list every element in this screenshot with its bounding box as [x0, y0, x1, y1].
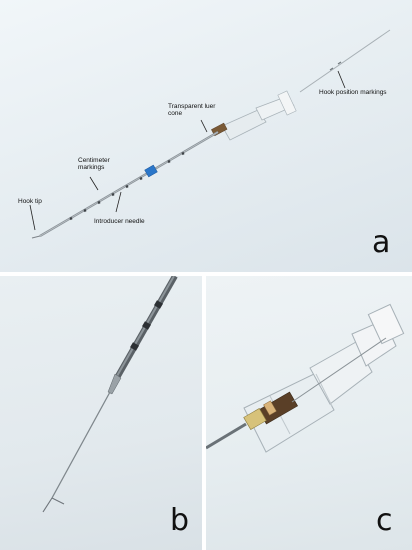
introducer-needle-label: Introducer needle [94, 218, 145, 225]
introducer-needle [206, 422, 247, 450]
panel-b-letter: b [170, 503, 190, 538]
centimeter-markings-label: Centimeter markings [78, 157, 110, 172]
transparent-luer-cone-label-line2: cone [168, 110, 183, 118]
hook-tip [31, 235, 41, 239]
panel-c-luer-cone-closeup: c [206, 276, 412, 550]
panel-a-letter: a [372, 225, 391, 260]
panel-b-hook-tip-closeup: b [0, 276, 202, 550]
centimeter-markings-label-line1: Centimeter [78, 157, 110, 164]
hook-wire [291, 337, 387, 403]
luer-cone-closeup-image [206, 303, 405, 453]
hook-position-marking [337, 61, 342, 65]
hook-wire [299, 29, 391, 93]
hub-core [243, 391, 298, 430]
hookwire-overview-image [29, 29, 391, 239]
centimeter-markings [69, 151, 185, 221]
hook-wire [51, 391, 111, 499]
hook-tip [42, 497, 53, 513]
panel-a-overview-photo: Hook tip Centimeter markings Introducer … [0, 0, 412, 272]
transparent-luer-cone-label: Transparent luer cone [168, 103, 215, 118]
luer-hub [211, 90, 297, 141]
centimeter-markings-label-line2: markings [78, 164, 105, 172]
hook-position-marking [329, 67, 334, 71]
annotation-pointers [29, 70, 346, 231]
transparent-luer-cone [243, 303, 405, 453]
hook-tip-label: Hook tip [18, 198, 42, 205]
panel-c-letter: c [376, 503, 393, 538]
hook-tip-closeup-image [42, 276, 178, 513]
hook-position-markings-label: Hook position markings [319, 89, 387, 96]
hook-barb [51, 497, 65, 505]
transparent-luer-cone-label-line1: Transparent luer [168, 103, 216, 110]
needle-markings [129, 300, 164, 351]
blue-depth-marker [144, 164, 158, 178]
